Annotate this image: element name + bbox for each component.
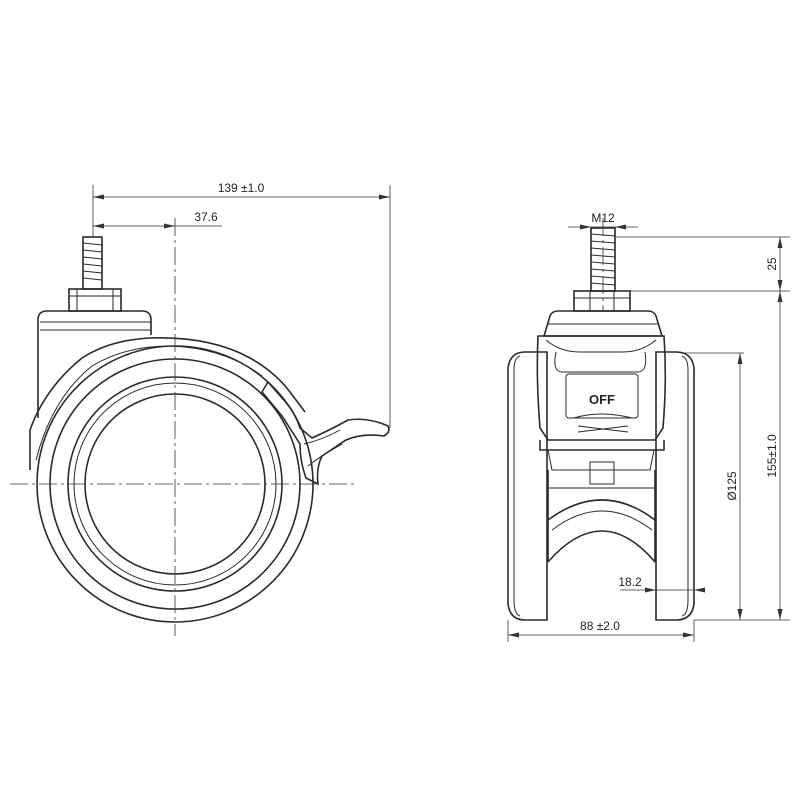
- front-wheel-left: [507, 351, 548, 621]
- wheel-diameter-label: Ø125: [725, 471, 739, 501]
- overall-width-dimension: 88 ±2.0: [507, 619, 695, 642]
- thread-label: M12: [591, 211, 615, 225]
- side-view: 139 ±1.0 37.6: [10, 181, 391, 636]
- side-brake-lever: [261, 380, 390, 486]
- side-offset-dimension: 37.6: [93, 210, 222, 229]
- front-swivel-housing: [542, 310, 664, 337]
- offset-label: 37.6: [194, 210, 218, 224]
- stem-length-dimension: 25: [765, 237, 783, 291]
- wheel-diameter-dimension: Ø125: [725, 353, 743, 620]
- side-wheel-cover: [29, 337, 306, 470]
- overall-length-label: 139 ±1.0: [218, 181, 265, 195]
- front-wheel-right: [655, 351, 695, 621]
- front-hex-nut: [573, 290, 631, 312]
- side-hex-nut: [68, 288, 122, 312]
- tread-width-dimension: 18.2: [618, 575, 705, 593]
- side-threaded-stem: [82, 236, 103, 290]
- front-brake-body: [536, 335, 667, 563]
- brake-off-label: OFF: [589, 392, 615, 407]
- tread-width-label: 18.2: [618, 575, 642, 589]
- overall-height-label: 155±1.0: [765, 434, 779, 478]
- overall-width-label: 88 ±2.0: [580, 619, 620, 633]
- stem-length-label: 25: [765, 257, 779, 271]
- front-view: OFF M12 25 Ø125: [507, 211, 790, 642]
- side-swivel-housing: [37, 310, 152, 418]
- thread-dimension: M12: [568, 211, 638, 230]
- side-length-dimension: 139 ±1.0: [92, 181, 391, 428]
- overall-height-dimension: 155±1.0: [765, 291, 783, 620]
